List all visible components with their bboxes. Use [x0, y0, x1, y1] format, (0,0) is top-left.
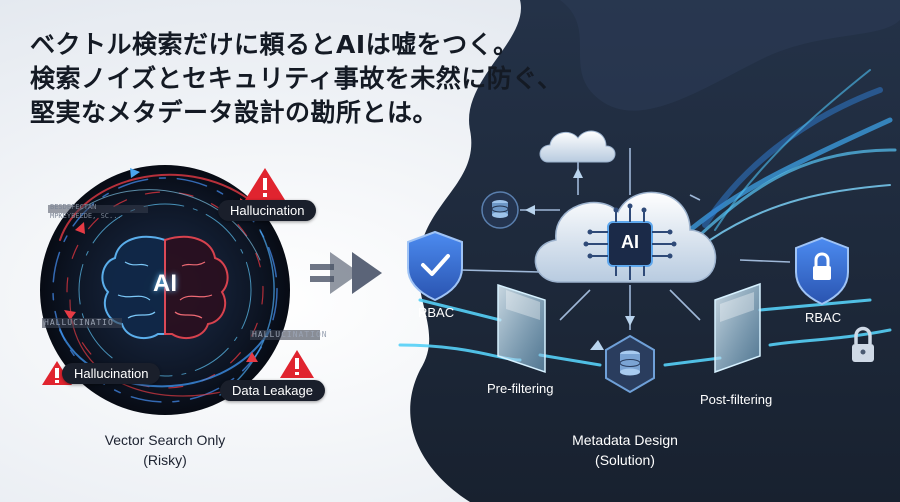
brain-icon — [101, 235, 229, 340]
cloud-main-icon — [534, 191, 717, 283]
glitch-text-2: HALLUCINATION — [252, 330, 328, 339]
shield-check-icon — [407, 230, 463, 302]
flow-lines — [459, 148, 791, 330]
rbac-right-label: RBAC — [805, 310, 842, 325]
left-caption-line-1: Vector Search Only — [104, 432, 226, 448]
shield-lock-icon — [795, 236, 849, 306]
headline-line-1: ベクトル検索だけに頼るとAIは嘘をつく。 — [30, 30, 519, 59]
post-filter-panel — [714, 282, 761, 374]
warning-triangle-top — [245, 168, 285, 200]
headline-line-2: 検索ノイズとセキュリティ事故を未然に防ぐ、 — [30, 64, 563, 93]
right-caption: Metadata Design (Solution) — [545, 430, 705, 470]
glitch-text-1: HALLUCINATIO — [44, 318, 114, 327]
left-caption-line-2: (Risky) — [143, 452, 187, 468]
chip-ai-label: AI — [621, 232, 639, 252]
transition-arrow — [310, 252, 382, 294]
pre-filter-panel — [497, 283, 546, 374]
brain-ai-label: AI — [153, 270, 177, 297]
pre-filtering-label: Pre-filtering — [487, 381, 554, 396]
rbac-left-label: RBAC — [418, 305, 455, 320]
cloud-small-icon — [539, 130, 616, 163]
right-caption-line-1: Metadata Design — [572, 432, 678, 448]
data-streams — [687, 69, 897, 241]
database-icon-top — [481, 191, 519, 229]
hallucination-badge-bottom: Hallucination — [62, 363, 161, 384]
warning-triangle-right — [280, 350, 314, 378]
flow-arrowheads — [525, 168, 635, 350]
data-leakage-badge: Data Leakage — [220, 380, 325, 401]
right-caption-line-2: (Solution) — [595, 452, 655, 468]
glitch-strips — [42, 205, 320, 340]
padlock-icon — [852, 326, 874, 362]
database-icon-bottom — [605, 334, 655, 394]
headline-line-3: 堅実なメタデータ設計の勘所とは。 — [30, 98, 439, 127]
hallucination-badge-top: Hallucination — [218, 200, 317, 221]
left-caption: Vector Search Only (Risky) — [85, 430, 245, 470]
glitch-text-3: MPKEYBEEDE, SC... — [50, 212, 122, 220]
glitch-text-4: BESDEFECTAN — [50, 203, 97, 211]
headline: ベクトル検索だけに頼るとAIは嘘をつく。 検索ノイズとセキュリティ事故を未然に防… — [30, 28, 563, 130]
post-filtering-label: Post-filtering — [700, 392, 773, 407]
